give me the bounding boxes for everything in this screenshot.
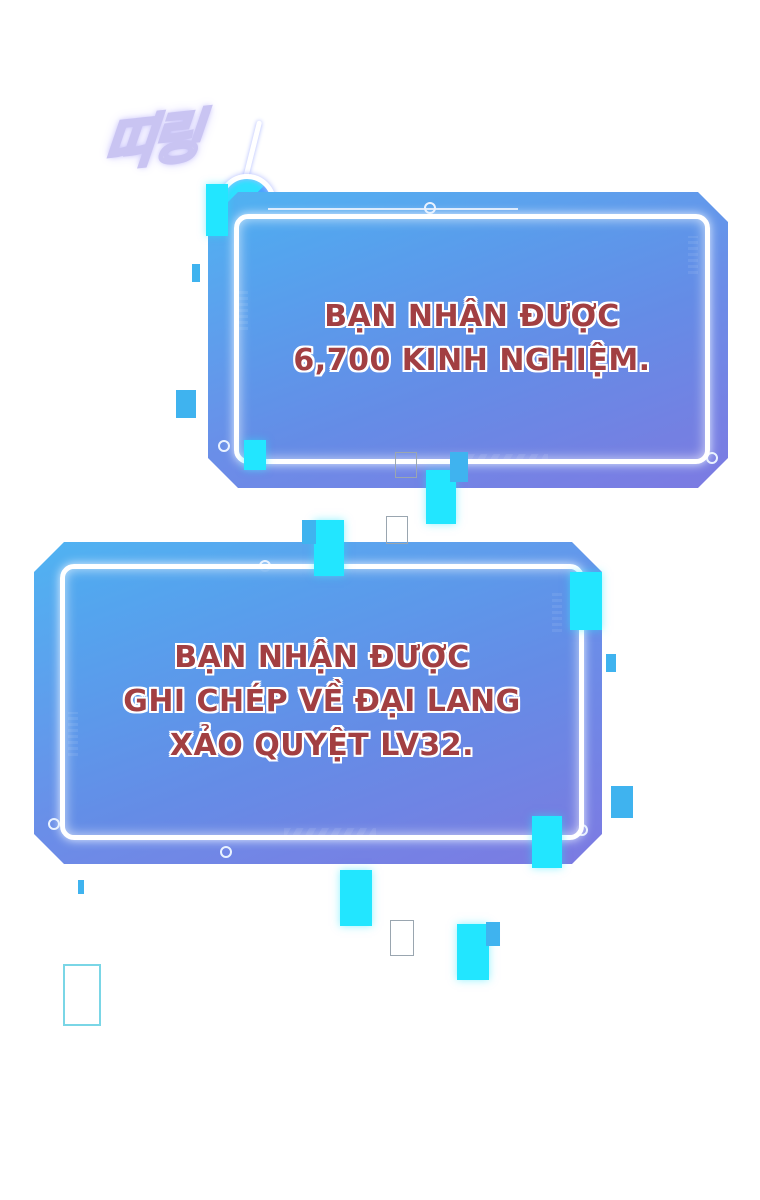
glitch-pixel [606,654,616,672]
circuit-node [220,846,232,858]
sound-effect-tail [242,120,263,180]
glitch-outline [63,964,101,1026]
sound-effect-text: 띠링 [99,102,203,181]
circuit-node [48,818,60,830]
glitch-pixel [176,390,196,418]
glitch-pixel [314,520,344,576]
glitch-outline [386,516,408,544]
message-line: XẢO QUYỆT LV32. [169,728,475,763]
circuit-node [424,202,436,214]
glitch-pixel [457,924,489,980]
circuit-line [268,208,518,210]
notification-body: BẠN NHẬN ĐƯỢC GHI CHÉP VỀ ĐẠI LANG XẢO Q… [60,564,584,840]
message-line: BẠN NHẬN ĐƯỢC [174,640,470,675]
glitch-pixel [570,572,602,630]
glitch-pixel [611,786,633,818]
message-line: 6,700 KINH NGHIỆM. [293,343,651,378]
notification-body: BẠN NHẬN ĐƯỢC 6,700 KINH NGHIỆM. [234,214,710,464]
glitch-pixel [192,264,200,282]
glitch-pixel [78,880,84,894]
glitch-pixel [450,452,468,482]
glitch-pixel [340,870,372,926]
message-line: GHI CHÉP VỀ ĐẠI LANG [123,684,521,719]
glitch-pixel [244,440,266,470]
glitch-outline [395,452,417,478]
glitch-pixel [302,520,316,544]
glitch-outline [390,920,414,956]
glitch-pixel [486,922,500,946]
glitch-pixel [206,184,228,236]
notification-panel-exp: BẠN NHẬN ĐƯỢC 6,700 KINH NGHIỆM. [208,192,728,488]
notification-message: BẠN NHẬN ĐƯỢC 6,700 KINH NGHIỆM. [293,295,650,383]
glitch-pixel [532,816,562,868]
message-line: BẠN NHẬN ĐƯỢC [324,299,620,334]
circuit-node [218,440,230,452]
notification-panel-item: BẠN NHẬN ĐƯỢC GHI CHÉP VỀ ĐẠI LANG XẢO Q… [34,542,602,864]
notification-message: BẠN NHẬN ĐƯỢC GHI CHÉP VỀ ĐẠI LANG XẢO Q… [123,636,521,768]
